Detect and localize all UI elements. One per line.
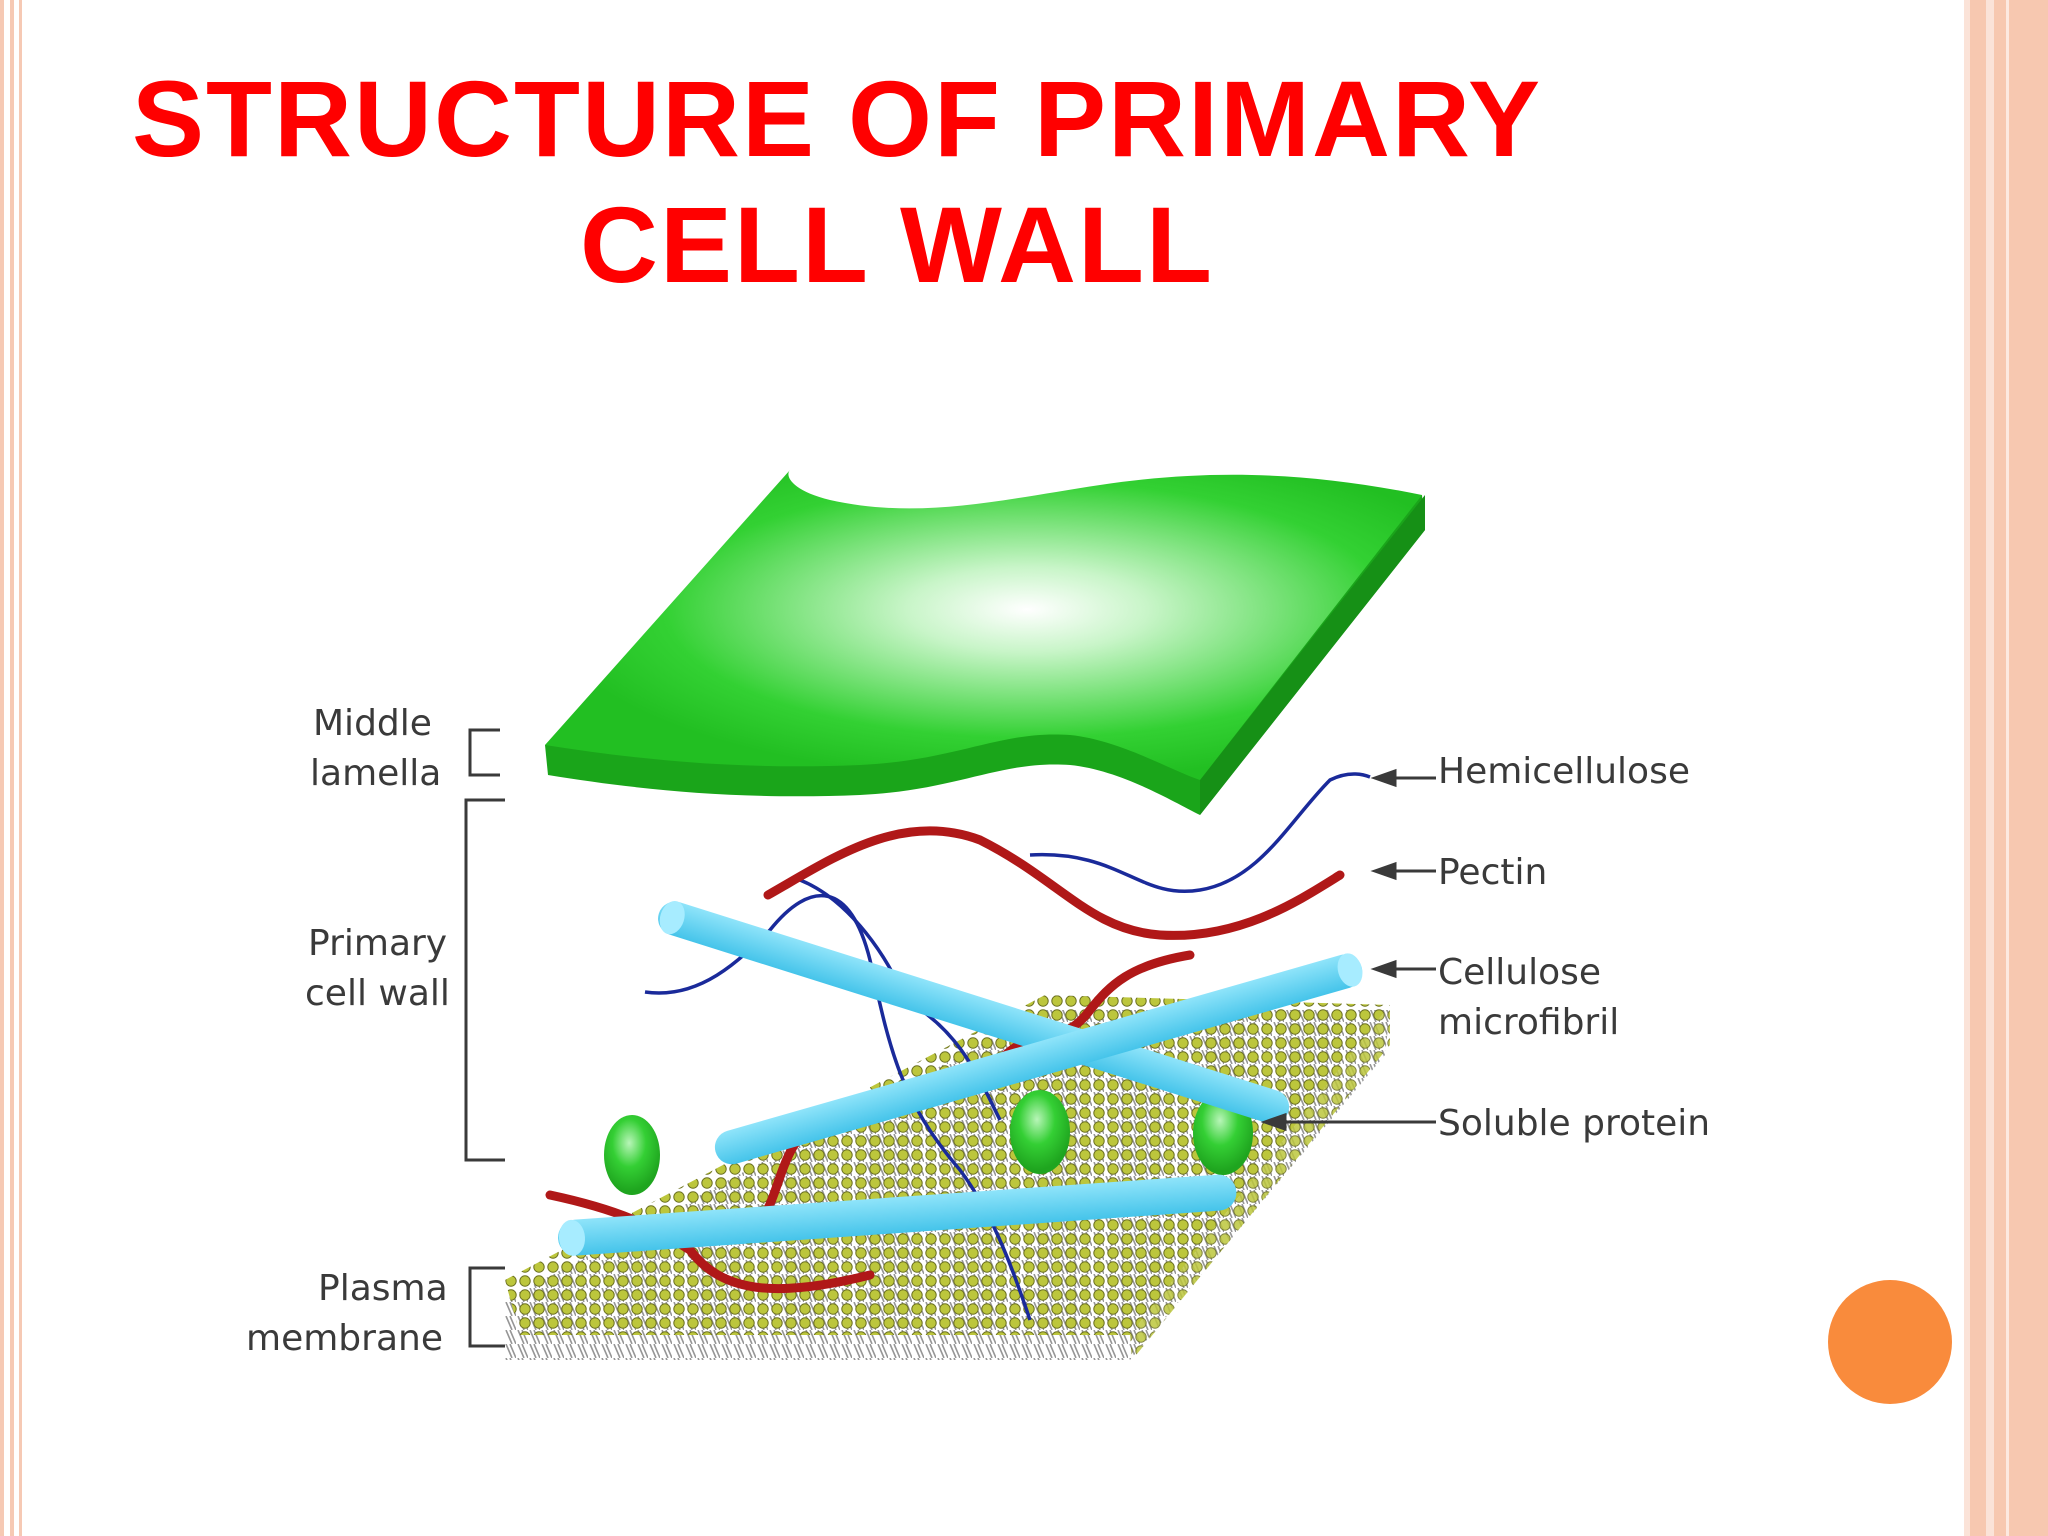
slide-title: STRUCTURE OF PRIMARY CELL WALL xyxy=(120,56,1640,308)
cellulose-rod-1 xyxy=(658,901,1290,1124)
left-page-border xyxy=(0,0,22,1536)
title-line-1: STRUCTURE OF PRIMARY xyxy=(132,58,1542,179)
label-cellulose-2: microfibril xyxy=(1438,1002,1619,1043)
left-brackets xyxy=(464,728,505,1348)
label-plasma-membrane-1: Plasma xyxy=(318,1268,448,1309)
accent-circle xyxy=(1828,1280,1952,1404)
plasma-membrane-bracket xyxy=(468,1266,505,1348)
right-arrows xyxy=(1260,768,1436,1132)
middle-lamella-bracket xyxy=(468,728,500,777)
label-cellulose-1: Cellulose xyxy=(1438,952,1601,993)
label-primary-cell-wall-1: Primary xyxy=(308,923,447,964)
soluble-protein-2 xyxy=(1010,1090,1070,1174)
cellulose-microfibrils xyxy=(557,901,1363,1256)
soluble-protein-1 xyxy=(604,1115,660,1195)
title-line-2: CELL WALL xyxy=(580,184,1214,305)
label-soluble-protein: Soluble protein xyxy=(1438,1103,1710,1144)
label-pectin: Pectin xyxy=(1438,852,1547,893)
label-middle-lamella-2: lamella xyxy=(310,753,441,794)
label-hemicellulose: Hemicellulose xyxy=(1438,751,1690,792)
middle-lamella-slab xyxy=(545,470,1425,815)
label-plasma-membrane-2: membrane xyxy=(246,1318,443,1359)
right-page-border xyxy=(1964,0,2048,1536)
label-middle-lamella-1: Middle xyxy=(313,703,432,744)
primary-cell-wall-bracket xyxy=(464,798,505,1162)
cellulose-rod-3 xyxy=(557,1174,1237,1256)
label-primary-cell-wall-2: cell wall xyxy=(305,973,450,1014)
cellulose-rod-2 xyxy=(714,953,1363,1165)
